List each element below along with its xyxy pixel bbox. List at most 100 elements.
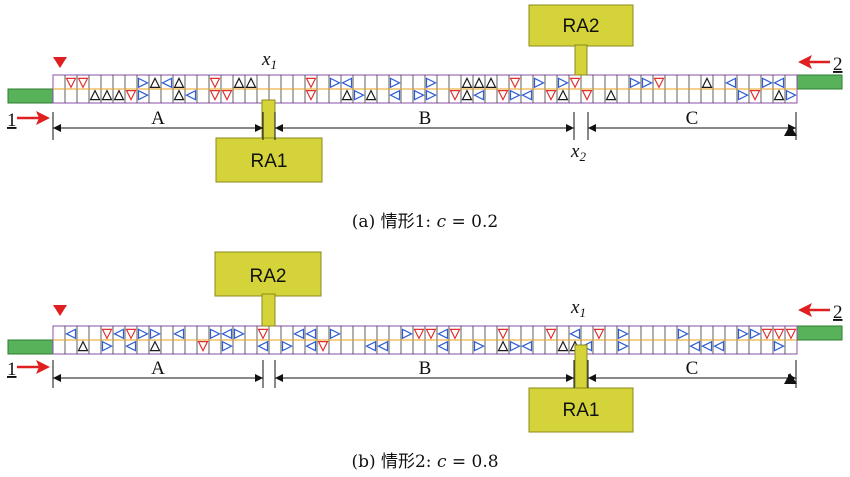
panel-a-segment-c: C [686,108,699,129]
panel-b-particle [701,340,713,352]
panel-a-particle [365,89,377,101]
panel-a-particle [701,76,713,88]
panel-b-entry-arrow-icon [17,360,50,374]
panel-a-particle [473,76,485,88]
panel-b-particle [221,340,233,352]
panel-b-particle [473,340,485,352]
panel-a-particle [773,89,785,101]
panel-a-lattice [7,74,843,104]
panel-b-particle [377,340,389,352]
panel-a-particle [125,90,137,102]
panel-a-particle [605,89,617,101]
panel-b-entry-block [7,339,54,355]
panel-a-particle [725,77,737,89]
panel-b-particle [425,328,437,340]
panel-a-particle [173,89,185,101]
panel-a-particle [305,77,317,89]
panel-a-particle [413,89,425,101]
panel-a-ra1-label: RA1 [251,151,288,172]
panel-a-x1-label: x1 [261,49,277,72]
panel-a-particle [581,90,593,102]
panel-b-particle [713,340,725,352]
panel-a-particle [521,89,533,101]
panel-b-particle [149,340,161,352]
panel-a-particle [509,77,521,89]
panel-b-x1-label: x1 [570,297,586,320]
panel-b-particle [785,328,797,340]
panel-b-particle [497,328,509,340]
panel-a-particle [629,77,641,89]
panel-b-particle [437,340,449,352]
panel-b-particle [101,328,113,340]
panel-b-caption: (b) 情形2: c = 0.8 [351,452,498,472]
panel-a-dimensions [52,112,797,140]
panel-b-particle [221,328,233,340]
panel-a-ra2: RA2 [528,4,634,76]
panel-b-particle [761,328,773,340]
panel-b-particle [617,340,629,352]
panel-b-particle [437,328,449,340]
panel-b-particle [305,340,317,352]
panel-b-black-up-triangle-icon [784,373,797,384]
panel-a-particle [173,76,185,88]
panel-b-exit-block [796,325,843,341]
panel-a-particle [89,89,101,101]
panel-b-particle [101,340,113,352]
panel-b-segment-b: B [419,358,432,379]
panel-a-segment-b: B [419,108,432,129]
panel-b-particle [149,328,161,340]
panel-b-segment-c: C [686,358,699,379]
panel-b-particle [197,341,209,353]
panel-a-particle [245,76,257,88]
panel-a-particle [425,77,437,89]
panel-b-particle [689,340,701,352]
panel-a-particle [341,77,353,89]
panel-b-red-down-triangle-icon [53,305,67,316]
panel-a-entry-1-label: 1 [7,110,17,131]
panel-b-particle [125,340,137,352]
panel-b-particle [545,328,557,340]
panel-b-particle [293,328,305,340]
panel-a-ra2-label: RA2 [563,16,600,37]
panel-a-red-down-triangle-icon [53,57,67,68]
panel-a-particle [653,77,665,89]
panel-b-particle [281,340,293,352]
panel-b-particle [617,328,629,340]
panel-b-particle [329,328,341,340]
panel-a-particle [569,77,581,89]
panel-a-particle [785,89,797,101]
panel-a-particle [461,89,473,101]
panel-a-particle [473,89,485,101]
panel-b-exit-arrow-icon [798,303,830,317]
panel-b-particle [413,328,425,340]
panel-a-particle [161,77,173,89]
panel-a-particle [509,89,521,101]
panel-a-particle [557,77,569,89]
panel-a-entry-block [7,88,54,104]
panel-b: RA2 RA1 x1 A B C 1 2 [7,251,843,472]
panel-b-particle [569,328,581,340]
panel-a-particle [641,77,653,89]
panel-b-particle [749,328,761,340]
panel-b-particle [305,328,317,340]
panel-b-particle [521,340,533,352]
panel-a-particle [77,77,89,89]
panel-a-entry-2-label: 2 [833,54,843,75]
panel-b-particle [113,328,125,340]
panel-a-particle [113,89,125,101]
panel-b-particle [257,328,269,340]
panel-b-particle [317,341,329,353]
panel-b-particle [557,340,569,352]
panel-a-particle [533,77,545,89]
panel-b-ra2-label: RA2 [250,266,287,287]
panel-a-exit-block [796,74,843,90]
panel-a-entry-arrow-icon [17,111,50,125]
panel-a-particle [305,90,317,102]
panel-a-particle [449,90,461,102]
panel-a-particle [221,90,233,102]
panel-b-particle [233,328,245,340]
panel-b-segment-a: A [151,358,165,379]
panel-b-particle [401,328,413,340]
panel-a-particle [497,90,509,102]
panel-b-particle [365,340,377,352]
